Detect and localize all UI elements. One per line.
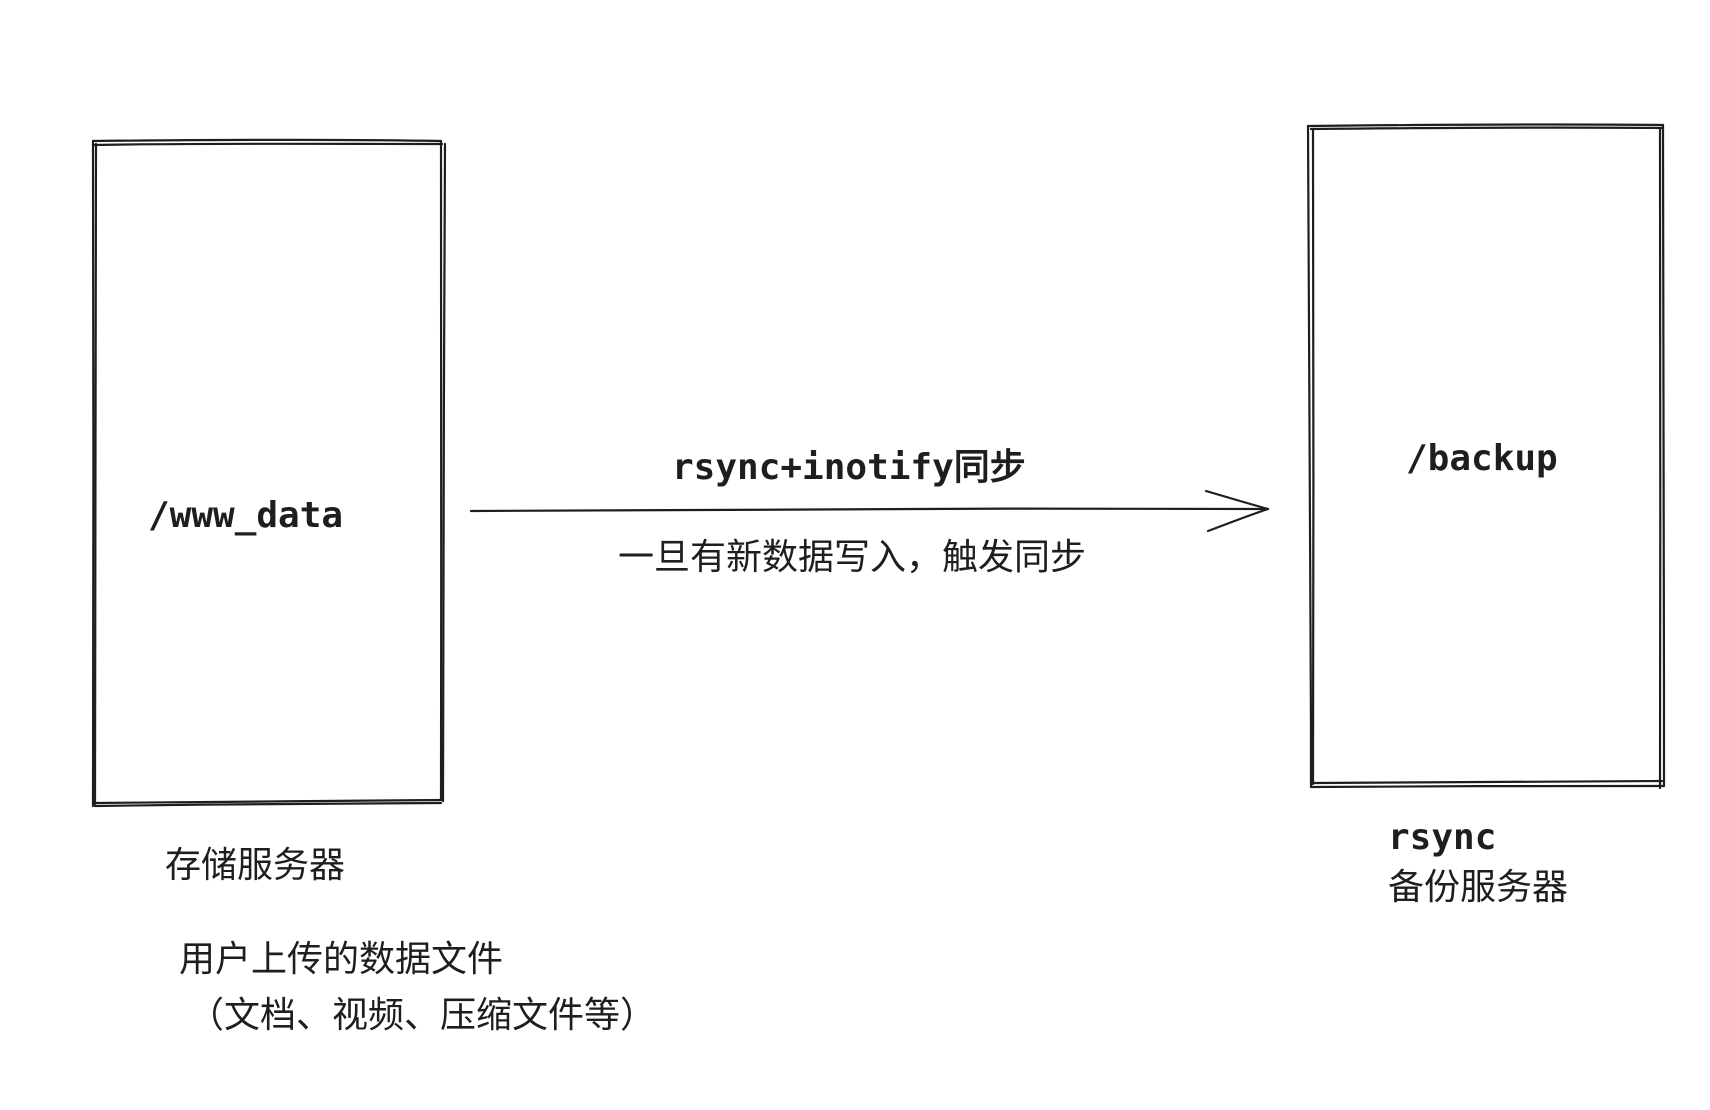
sync-arrow — [469, 489, 1270, 533]
sync-method-label: rsync+inotify同步 — [672, 447, 1026, 488]
upload-description-line1: 用户上传的数据文件 — [179, 939, 504, 980]
sync-arrow-shaft — [469, 507, 1270, 513]
storage-path-label: /www_data — [148, 495, 344, 536]
sync-description-label: 一旦有新数据写入，触发同步 — [618, 537, 1087, 578]
sync-arrow-head-lower — [1206, 507, 1270, 533]
storage-server-box — [91, 138, 447, 808]
upload-description-line2: （文档、视频、压缩文件等） — [188, 995, 657, 1036]
backup-path-label: /backup — [1406, 438, 1558, 479]
backup-server-box — [1306, 123, 1666, 790]
sync-arrow-head-upper — [1204, 489, 1270, 511]
backup-service-label: rsync — [1388, 817, 1497, 858]
storage-server-name: 存储服务器 — [165, 845, 346, 886]
backup-server-name: 备份服务器 — [1388, 867, 1569, 908]
